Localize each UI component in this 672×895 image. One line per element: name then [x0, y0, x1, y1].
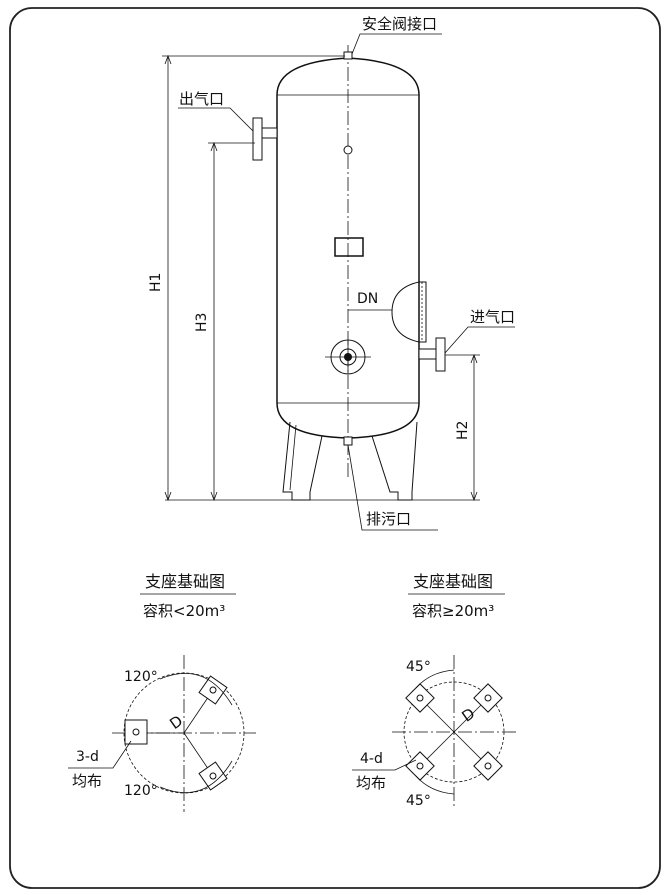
- h3-dimension: [208, 141, 255, 502]
- support-legs: [282, 421, 418, 501]
- dn-label: DN: [357, 291, 378, 307]
- support-pad-top-right: [473, 683, 503, 713]
- support-pad-top: [198, 675, 228, 705]
- drain-outlet-label: 排污口: [366, 510, 411, 528]
- support-pad-left: [124, 719, 148, 745]
- safety-valve-nozzle: [343, 51, 353, 60]
- tank-elevation: 安全阀接口 出气口 DN 进气口: [148, 15, 515, 531]
- support-pad-bottom-right: [473, 751, 503, 781]
- h3-label: H3: [194, 313, 210, 332]
- gauge-fitting: [343, 145, 353, 155]
- air-outlet-nozzle: [252, 117, 278, 161]
- air-outlet-label: 出气口: [179, 90, 224, 108]
- air-inlet-nozzle: [418, 337, 446, 372]
- support-large-subtitle: 容积≥20m³: [412, 602, 494, 620]
- support-small-title: 支座基础图: [145, 572, 225, 591]
- sheet-border: [9, 7, 661, 889]
- manhole: [391, 281, 427, 343]
- support-small-diameter: D: [166, 712, 186, 733]
- air-inlet-label: 进气口: [470, 308, 515, 326]
- h2-dimension: [445, 353, 480, 502]
- nameplate: [334, 237, 364, 257]
- support-pad-top-left: [405, 683, 435, 713]
- support-large-title: 支座基础图: [413, 572, 493, 591]
- support-large-diameter: D: [458, 704, 478, 725]
- support-large-bolt-count: 4-d: [360, 751, 383, 767]
- h1-label: H1: [148, 273, 164, 292]
- h2-label: H2: [455, 421, 471, 440]
- support-plan-small: 支座基础图 容积<20m³ D 120° 120°: [68, 572, 256, 812]
- support-pad-bottom: [198, 761, 228, 791]
- support-large-angle-top: 45°: [406, 659, 431, 675]
- pressure-gauge: [325, 339, 371, 375]
- drain-nozzle: [343, 436, 353, 446]
- support-large-angle-bottom: 45°: [406, 793, 431, 809]
- h1-dimension: [162, 54, 345, 502]
- safety-valve-label: 安全阀接口: [362, 15, 437, 33]
- support-pad-bottom-left: [405, 751, 435, 781]
- support-plan-large: 支座基础图 容积≥20m³ D 45°: [352, 572, 517, 809]
- support-large-bolt-note: 均布: [356, 774, 386, 792]
- support-small-subtitle: 容积<20m³: [143, 602, 225, 620]
- support-small-bolt-note: 均布: [72, 772, 102, 790]
- support-small-angle-bottom: 120°: [124, 783, 158, 799]
- support-small-angle-top: 120°: [124, 669, 158, 685]
- support-small-bolt-count: 3-d: [76, 749, 99, 765]
